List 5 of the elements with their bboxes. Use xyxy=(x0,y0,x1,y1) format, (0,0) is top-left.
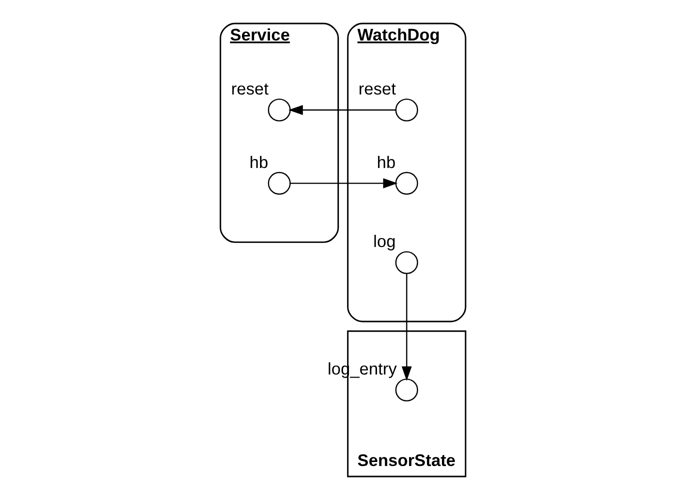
node-label: hb xyxy=(376,152,396,172)
node-label: reset xyxy=(231,79,269,98)
node-label: hb xyxy=(250,152,268,172)
node-label: reset xyxy=(358,79,396,98)
node-label: log xyxy=(373,232,396,251)
